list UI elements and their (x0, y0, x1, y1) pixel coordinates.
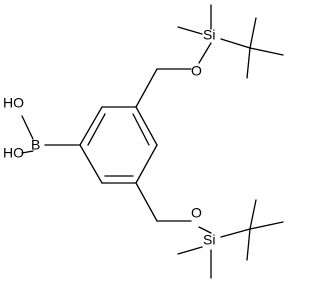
si-top-tbutyl-bond (220, 38, 251, 49)
tbutyl-bottom-branch-2 (249, 221, 284, 230)
oh-bottom-label: HO (3, 145, 24, 161)
oxygen-top-label: O (191, 63, 202, 79)
b-to-oh-top-bond (21, 115, 34, 140)
bond-lines (21, 4, 284, 279)
boron-label: B (31, 137, 40, 153)
silicon-bottom-label: Si (203, 232, 215, 248)
ring-bond-3 (135, 106, 158, 146)
ring-to-ch2-bottom-bond (135, 182, 158, 222)
si-top-methyl-left-bond (177, 26, 203, 35)
si-bottom-tbutyl-bond (220, 228, 251, 238)
tbutyl-top-branch-2 (249, 47, 284, 56)
chemical-structure-canvas: HO B HO O Si O Si (3, 4, 284, 279)
tbutyl-top-branch-1 (249, 17, 257, 49)
ring-double-bond-1 (87, 113, 106, 146)
atom-labels: HO B HO O Si O Si (3, 27, 215, 248)
oxygen-bottom-label: O (191, 205, 202, 221)
o-top-to-si-bond (198, 42, 212, 64)
ring-bond-6 (79, 144, 103, 184)
o-bottom-to-si-bond (198, 226, 212, 234)
tbutyl-bottom-branch-1 (249, 199, 257, 230)
chemical-structure-diagram: HO B HO O Si O Si (3, 4, 284, 279)
b-to-oh-bottom-bond (21, 150, 34, 154)
silicon-top-label: Si (203, 27, 215, 43)
ring-bond-4 (135, 144, 158, 184)
oh-top-label: HO (3, 95, 24, 111)
ring-to-ch2-top-bond (135, 68, 158, 108)
tbutyl-bottom-branch-3 (246, 228, 251, 261)
ring-bond-1 (79, 106, 103, 146)
si-bottom-methyl-left-bond (177, 246, 203, 255)
ring-double-bond-2 (132, 113, 150, 146)
tbutyl-top-branch-3 (246, 47, 251, 79)
